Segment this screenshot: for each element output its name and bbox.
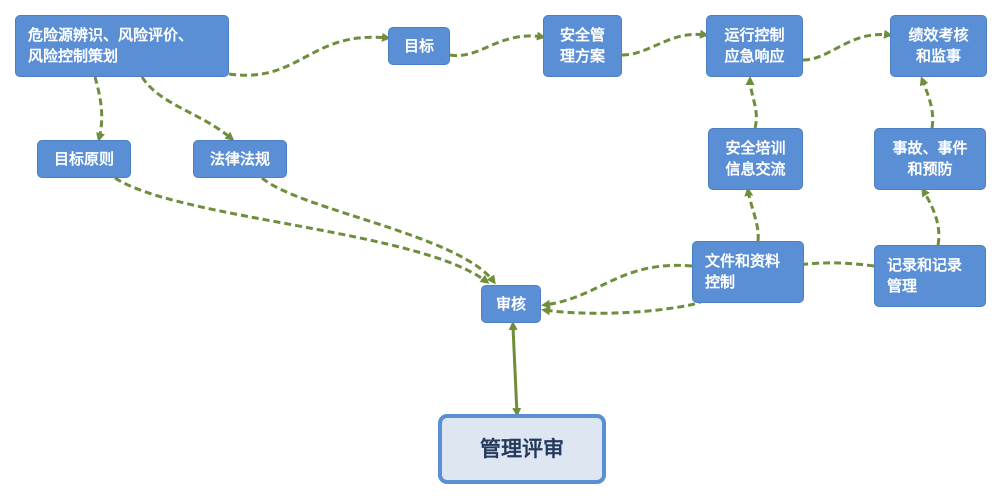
arrow-hazard-to-objective — [228, 32, 391, 77]
arrow-audit-review-bidirectional — [508, 321, 522, 417]
arrow-document-to-audit — [541, 263, 693, 309]
node-objective-principle[interactable]: 目标原则 — [37, 140, 131, 178]
node-laws-regulations-label: 法律法规 — [209, 149, 270, 168]
node-hazard-identification-label: 危险源辨识、风险评价、 风险控制策划 — [28, 26, 194, 65]
node-audit[interactable]: 审核 — [481, 285, 541, 323]
arrow-hazard-to-laws — [140, 76, 235, 141]
node-safety-plan[interactable]: 安全管 理方案 — [543, 15, 622, 77]
arrow-document-to-training — [744, 187, 760, 242]
arrow-laws-to-audit — [261, 176, 496, 285]
node-operation-control[interactable]: 运行控制 应急响应 — [706, 15, 803, 77]
node-objective[interactable]: 目标 — [388, 27, 450, 65]
node-objective-principle-label: 目标原则 — [53, 149, 114, 168]
arrow-hazard-to-principle — [93, 76, 105, 142]
arrow-record-to-accident — [921, 187, 941, 246]
node-record-management[interactable]: 记录和记录 管理 — [874, 245, 986, 307]
node-document-control[interactable]: 文件和资料 控制 — [692, 241, 804, 303]
node-objective-label: 目标 — [403, 36, 434, 55]
node-record-management-label: 记录和记录 管理 — [887, 256, 963, 295]
node-safety-training-label: 安全培训 信息交流 — [725, 139, 786, 178]
node-management-review[interactable]: 管理评审 — [438, 414, 606, 484]
node-performance-assessment-label: 绩效考核 和监事 — [908, 26, 969, 65]
arrow-training-to-operation — [745, 76, 758, 129]
node-operation-control-label: 运行控制 应急响应 — [724, 26, 785, 65]
node-management-review-label: 管理评审 — [480, 437, 564, 461]
node-laws-regulations[interactable]: 法律法规 — [193, 140, 287, 178]
node-safety-plan-label: 安全管 理方案 — [559, 26, 605, 65]
arrow-principle-to-audit — [114, 176, 490, 284]
arrow-plan-to-operation — [621, 29, 709, 57]
arrow-accident-to-performance — [919, 76, 935, 129]
node-document-control-label: 文件和资料 控制 — [705, 252, 781, 291]
node-safety-training[interactable]: 安全培训 信息交流 — [708, 128, 803, 190]
node-performance-assessment[interactable]: 绩效考核 和监事 — [890, 15, 987, 77]
node-hazard-identification[interactable]: 危险源辨识、风险评价、 风险控制策划 — [15, 15, 229, 77]
node-accident-prevention[interactable]: 事故、事件 和预防 — [874, 128, 986, 190]
node-audit-label: 审核 — [495, 294, 526, 313]
arrow-objective-to-plan — [449, 31, 546, 58]
node-accident-prevention-label: 事故、事件 和预防 — [892, 139, 968, 178]
arrow-operation-to-performance — [802, 29, 893, 62]
